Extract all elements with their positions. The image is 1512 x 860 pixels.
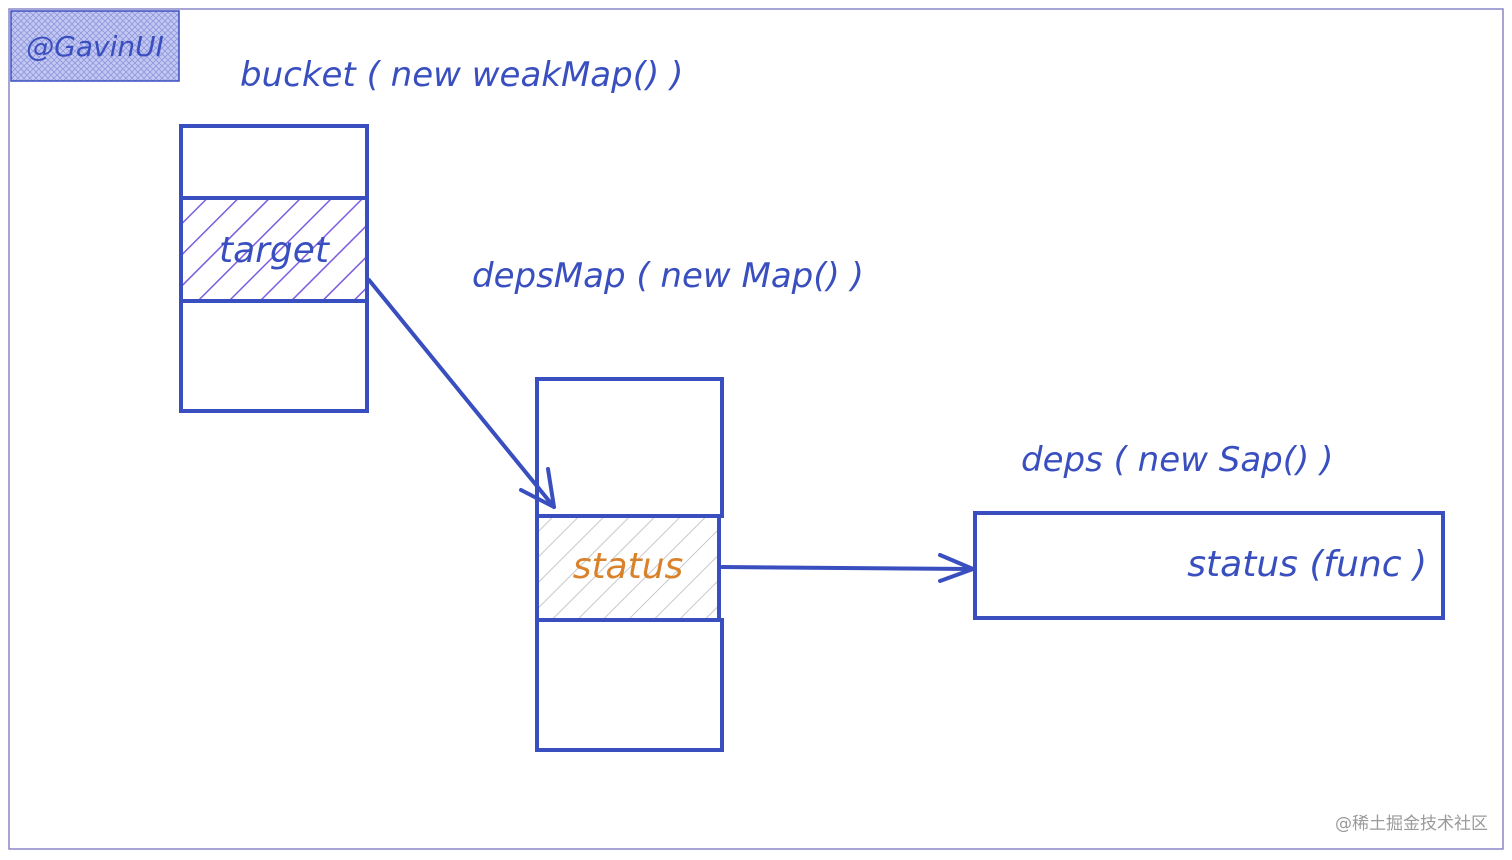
deps-box: status (func ): [973, 511, 1445, 620]
bucket-cell-bottom: [179, 299, 369, 413]
deps-content: status (func ): [1187, 544, 1427, 585]
bucket-cell-top: [179, 124, 369, 200]
bucket-label: bucket ( new weakMap() ): [240, 55, 683, 95]
deps-label: deps ( new Sap() ): [1021, 440, 1333, 480]
depsmap-column: status: [535, 377, 724, 752]
status-label: status: [573, 546, 684, 587]
depsmap-cell-bottom: [535, 618, 724, 752]
arrow-status-to-deps: [720, 553, 975, 583]
badge-text: @GavinUI: [26, 30, 164, 63]
bucket-column: target: [179, 124, 369, 413]
deps-set-box: [973, 511, 1445, 620]
badge-background: [10, 10, 180, 82]
watermark-text: @稀土掘金技术社区: [1335, 814, 1488, 834]
bucket-cell-target: [179, 196, 369, 303]
depsmap-cell-top: [535, 377, 724, 518]
arrow-target-to-status: [367, 278, 556, 509]
author-badge: @GavinUI: [10, 10, 180, 82]
depsmap-label: depsMap ( new Map() ): [472, 256, 864, 296]
target-label: target: [219, 230, 331, 271]
outer-frame: [8, 8, 1504, 850]
